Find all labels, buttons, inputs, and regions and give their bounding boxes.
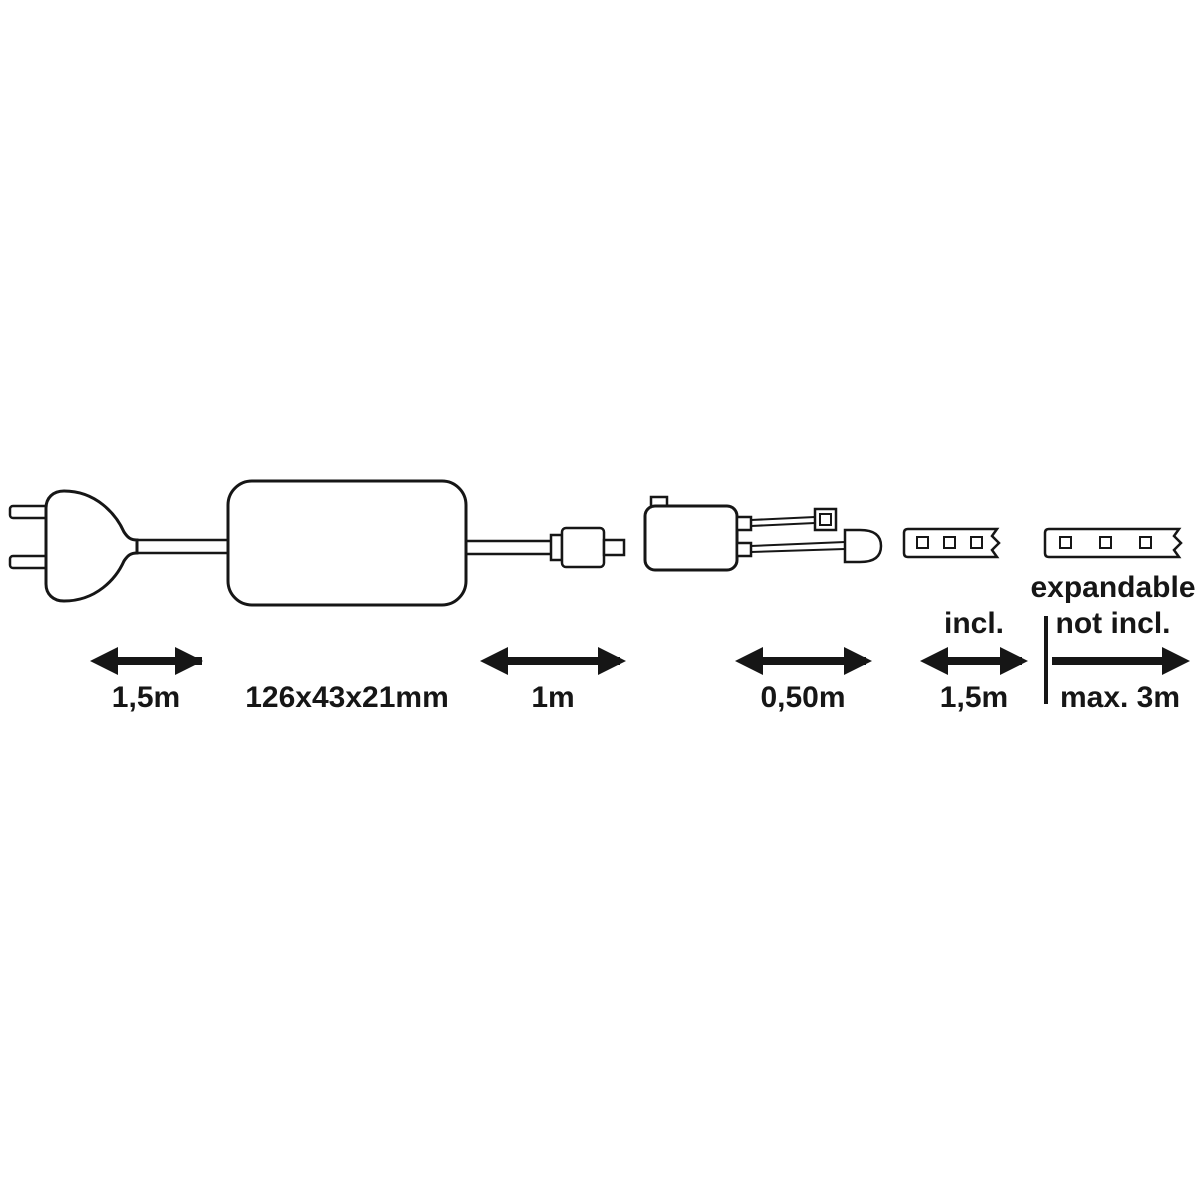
label-plug-cable-length: 1,5m xyxy=(112,681,180,714)
controller-body xyxy=(643,504,739,572)
power-supply-unit xyxy=(226,479,468,607)
mains-cable xyxy=(137,538,229,555)
dimension-arrow-output-cable xyxy=(480,647,626,675)
controller-stub-bottom xyxy=(735,541,753,558)
controller-wires xyxy=(750,516,846,553)
label-expandable-line2: not incl. xyxy=(1056,607,1171,640)
led-chip xyxy=(1059,536,1072,549)
led-chip xyxy=(970,536,983,549)
led-chip xyxy=(1139,536,1152,549)
strip-end-cap xyxy=(843,528,883,564)
controller-stub-top xyxy=(735,515,753,532)
power-plug-icon xyxy=(8,489,139,603)
label-strip-included-length: 1,5m xyxy=(940,681,1008,714)
dimension-arrow-controller-cable xyxy=(735,647,872,675)
led-strip-segment-expandable xyxy=(1043,527,1183,559)
led-chip xyxy=(916,536,929,549)
controller-unit xyxy=(643,495,753,572)
label-expandable-line1: expandable xyxy=(1030,571,1195,604)
boundary-bar xyxy=(1044,616,1048,704)
label-power-supply-dimensions: 126x43x21mm xyxy=(245,681,449,714)
dimension-arrow-plug-cable xyxy=(90,647,203,675)
label-controller-cable-length: 0,50m xyxy=(760,681,845,714)
dimension-arrow-strip-included xyxy=(920,647,1028,675)
led-strip-segment-included xyxy=(902,527,1001,559)
label-expandable-max-length: max. 3m xyxy=(1060,681,1180,714)
dc-connector xyxy=(549,526,626,569)
dimension-arrow-strip-expandable xyxy=(1044,616,1190,704)
label-strip-included-note: incl. xyxy=(944,607,1004,640)
led-chip xyxy=(1099,536,1112,549)
label-output-cable-length: 1m xyxy=(531,681,574,714)
output-cable xyxy=(466,539,551,556)
led-chip xyxy=(943,536,956,549)
plug-body xyxy=(44,489,139,603)
clip-connector xyxy=(813,507,838,532)
